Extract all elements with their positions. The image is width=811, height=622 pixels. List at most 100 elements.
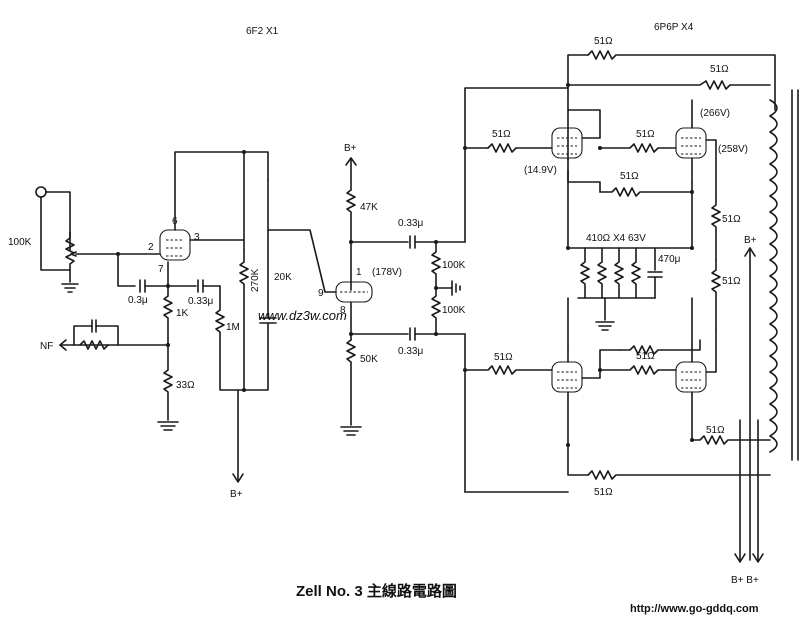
wire-bot-rail — [464, 444, 589, 493]
resistor-47k-label: 47K — [360, 202, 378, 213]
schematic-title: Zell No. 3 主線路電路圖 — [296, 582, 457, 600]
resistor-51-10 — [711, 259, 721, 331]
resistor-100k-b — [431, 287, 441, 335]
resistor-51-6 — [711, 194, 721, 261]
bplus-top-label: B+ — [344, 143, 357, 154]
bplus-right-label: B+ — [744, 235, 757, 246]
resistor-1k-label: 1K — [176, 308, 189, 319]
resistor-50k — [340, 339, 362, 436]
resistor-51-7-label: 51Ω — [494, 352, 513, 363]
resistor-1k — [163, 295, 173, 346]
wire-out-top-bus — [464, 87, 569, 243]
output-tube-4 — [675, 361, 707, 393]
wire-ot2 — [691, 99, 717, 196]
volume-potentiometer — [61, 231, 79, 293]
cap-470u-label: 470μ — [658, 254, 681, 265]
ground-splitter — [435, 280, 461, 296]
resistor-51-6-label: 51Ω — [722, 214, 741, 225]
resistor-51-12 — [587, 470, 771, 480]
source-url: http://www.go-gddq.com — [630, 603, 759, 615]
resistor-51-8 — [599, 365, 677, 375]
output-tube-3 — [551, 361, 583, 393]
resistor-51-3-label: 51Ω — [492, 129, 511, 140]
driver-tube-6f2 — [159, 229, 191, 261]
resistor-51-9 — [619, 339, 701, 355]
output-tube-label: 6P6P X4 — [654, 22, 694, 33]
cap-0-33u-c — [409, 327, 466, 341]
bplus-out-arrows — [734, 553, 764, 563]
resistor-100k-b-label: 100K — [442, 305, 466, 316]
resistor-33-label: 33Ω — [176, 380, 195, 391]
bplus-out-label: B+ B+ — [731, 575, 759, 586]
cap-20k-label: 20K — [274, 272, 292, 283]
resistor-51-7 — [464, 365, 553, 375]
wire-bplus-out — [739, 419, 759, 561]
resistor-51-12-label: 51Ω — [594, 487, 613, 498]
resistor-51-11 — [691, 435, 771, 445]
resistor-33 — [157, 344, 179, 431]
wire-ot4 — [691, 329, 717, 441]
junction-dots — [116, 83, 694, 447]
resistor-51-2 — [567, 80, 771, 90]
pin-9-label: 9 — [318, 288, 324, 299]
voltage-178-label: (178V) — [372, 267, 402, 278]
pin-8-label: 8 — [340, 305, 346, 316]
voltage-258-label: (258V) — [718, 144, 748, 155]
cap-470u — [647, 247, 663, 299]
resistor-51-1 — [587, 50, 776, 111]
resistor-100k-a-label: 100K — [442, 260, 466, 271]
resistor-51-8-label: 51Ω — [636, 351, 655, 362]
cap-0-33u-b — [409, 235, 466, 249]
voltage-149-label: (14.9V) — [524, 165, 557, 176]
resistor-51-3 — [464, 143, 553, 153]
bplus-down-arrow — [232, 473, 244, 483]
nf-label: NF — [40, 341, 53, 352]
nf-capacitor — [73, 319, 119, 346]
pin-3-label: 3 — [194, 232, 200, 243]
wire-top-rail — [567, 54, 589, 161]
wire-ot3 — [567, 344, 621, 446]
cap-0-3u-label: 0.3μ — [128, 295, 148, 306]
wire-bank-cathodes — [567, 169, 693, 346]
bplus-right-arrow — [744, 247, 756, 257]
input-jack — [35, 186, 71, 271]
wire-driver-plate — [174, 151, 269, 231]
pin-7-label: 7 — [158, 264, 164, 275]
driver-tube-label: 6F2 X1 — [246, 26, 279, 37]
wire-splitter-grid — [267, 229, 337, 293]
wire-ot1 — [567, 109, 601, 193]
cap-0-33u-a-label: 0.33μ — [188, 296, 213, 307]
cap-20k — [243, 179, 277, 391]
nf-arrow — [59, 339, 67, 351]
resistor-51-5 — [599, 187, 693, 197]
pin-2-label: 2 — [148, 242, 154, 253]
resistor-51-1-label: 51Ω — [594, 36, 613, 47]
cap-0-33u-a — [197, 279, 221, 293]
resistor-47k — [346, 189, 356, 291]
resistor-51-5-label: 51Ω — [620, 171, 639, 182]
resistor-1m — [215, 285, 245, 391]
resistor-bank-label: 410Ω X4 63V — [586, 233, 646, 244]
volume-label: 100K — [8, 237, 32, 248]
resistor-51-11-label: 51Ω — [706, 425, 725, 436]
resistor-51-4-label: 51Ω — [636, 129, 655, 140]
wire-cathode-bus — [117, 253, 136, 287]
output-tube-2 — [675, 127, 707, 159]
cap-0-33u-c-label: 0.33μ — [398, 346, 423, 357]
resistor-270k-label: 270K — [250, 268, 261, 292]
resistor-1m-label: 1M — [226, 322, 240, 333]
resistor-51-4 — [599, 143, 677, 153]
bplus-bottom-label: B+ — [230, 489, 243, 500]
output-transformer — [769, 89, 799, 461]
resistor-bank-410 — [577, 247, 656, 331]
nf-resistor — [79, 340, 109, 350]
pin-1-label: 1 — [356, 267, 362, 278]
resistor-100k-a — [431, 241, 441, 289]
watermark: www.dz3w.com — [258, 308, 347, 323]
resistor-51-10-label: 51Ω — [722, 276, 741, 287]
voltage-266-label: (266V) — [700, 108, 730, 119]
output-tube-1 — [551, 127, 583, 159]
cap-0-3u — [139, 279, 169, 293]
cap-0-33u-b-label: 0.33μ — [398, 218, 423, 229]
